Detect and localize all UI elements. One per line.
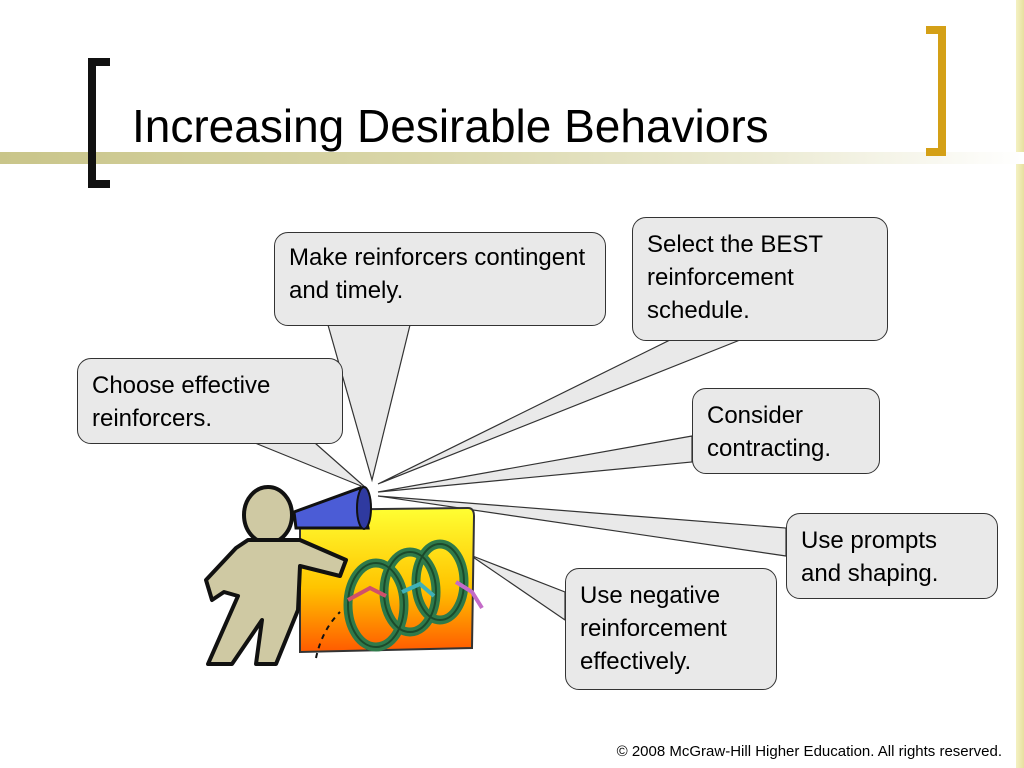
copyright-footer: © 2008 McGraw-Hill Higher Education. All…: [616, 743, 1002, 760]
callout-reinforcers-contingent: Make reinforcers contingent and timely.: [274, 232, 606, 326]
callout-text: Use prompts and shaping.: [801, 527, 939, 587]
megaphone-person-clipart-icon: [204, 485, 484, 666]
bracket-left-icon: [88, 58, 110, 188]
title-underline-bar: [0, 152, 1024, 164]
slide-title: Increasing Desirable Behaviors: [132, 100, 769, 152]
bracket-right-icon: [926, 26, 946, 156]
callout-best-schedule: Select the BEST reinforcement schedule.: [632, 217, 888, 341]
callout-negative-reinforcement: Use negative reinforcement effectively.: [565, 568, 777, 690]
callout-text: Select the BEST reinforcement schedule.: [647, 231, 823, 324]
callout-prompts-shaping: Use prompts and shaping.: [786, 513, 998, 599]
callout-text: Use negative reinforcement effectively.: [580, 582, 727, 675]
callout-text: Choose effective reinforcers.: [92, 372, 271, 432]
callout-contracting: Consider contracting.: [692, 388, 880, 474]
slide-right-edge: [1016, 0, 1024, 768]
callout-text: Make reinforcers contingent and timely.: [289, 244, 586, 304]
callout-text: Consider contracting.: [707, 402, 832, 462]
callout-effective-reinforcers: Choose effective reinforcers.: [77, 358, 343, 444]
